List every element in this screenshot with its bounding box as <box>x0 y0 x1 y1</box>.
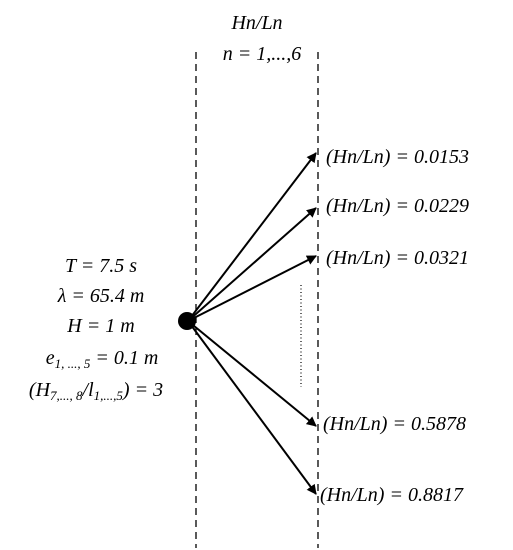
ratio-label-3: (Hn/Ln) = 0.0321 <box>326 247 469 269</box>
param-spacing: e1, ..., 5 = 0.1 m <box>46 347 159 371</box>
param-height: H = 1 m <box>66 315 134 337</box>
header-index-label: n = 1,...,6 <box>223 43 302 65</box>
ratio-label-4: (Hn/Ln) = 0.5878 <box>323 413 466 435</box>
param-ratio: (H7,..., 8/l1,...,5) = 3 <box>29 379 163 403</box>
ratio-label-1: (Hn/Ln) = 0.0153 <box>326 146 469 168</box>
header-ratio-label: Hn/Ln <box>230 12 282 34</box>
arrow-2 <box>187 207 317 322</box>
param-period: T = 7.5 s <box>65 255 137 277</box>
arrow-1 <box>187 152 317 322</box>
ratio-label-5: (Hn/Ln) = 0.8817 <box>320 484 464 506</box>
source-point <box>178 312 196 330</box>
arrow-3 <box>187 255 317 322</box>
arrow-5 <box>187 320 317 495</box>
arrow-4 <box>187 320 317 427</box>
ratio-label-2: (Hn/Ln) = 0.0229 <box>326 195 469 217</box>
param-wavelength: λ = 65.4 m <box>57 285 145 307</box>
